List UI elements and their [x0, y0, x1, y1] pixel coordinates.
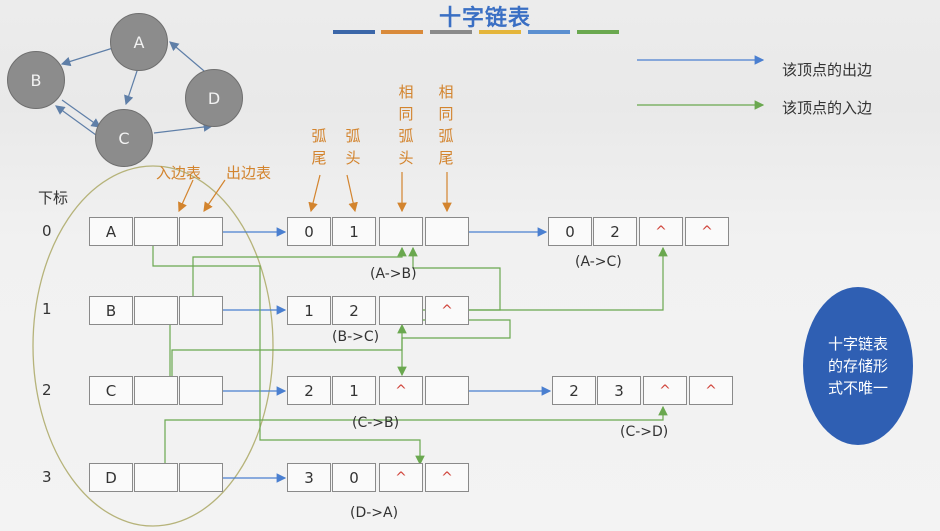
edge-cb-headlink-null: ^ — [379, 376, 423, 405]
edge-ab-head: 1 — [332, 217, 376, 246]
graph-edge-a-b — [60, 47, 114, 67]
edge-ab-tail: 0 — [287, 217, 331, 246]
title-stripe-5 — [528, 30, 570, 34]
edge-ac-headlink-null: ^ — [639, 217, 683, 246]
arc-head-label: 弧头 — [345, 127, 361, 167]
out-table-label: 出边表 — [226, 164, 272, 182]
title-stripe-2 — [381, 30, 423, 34]
graph-edge-a-c — [124, 67, 139, 106]
subscript-label: 下标 — [38, 189, 69, 207]
graph-node-c: C — [95, 109, 153, 167]
edge-ac-head: 2 — [593, 217, 637, 246]
vertex-firstin-c — [134, 376, 178, 405]
note-bubble: 十字链表的存储形式不唯一 — [803, 287, 913, 445]
vertex-firstout-a — [179, 217, 223, 246]
same-tail-label: 相同弧尾 — [438, 83, 454, 167]
row-index-2: 2 — [42, 381, 52, 399]
vertex-data-a: A — [89, 217, 133, 246]
edge-da-tail: 3 — [287, 463, 331, 492]
vertex-data-d: D — [89, 463, 133, 492]
vertex-firstout-d — [179, 463, 223, 492]
graph-node-a: A — [110, 13, 168, 71]
legend-in-label: 该顶点的入边 — [782, 99, 873, 117]
edge-cd-caption: (C->D) — [620, 424, 669, 440]
vertex-firstin-d — [134, 463, 178, 492]
vertex-firstin-b — [134, 296, 178, 325]
edge-da-caption: (D->A) — [350, 505, 399, 521]
edge-da-head: 0 — [332, 463, 376, 492]
vertex-firstout-b — [179, 296, 223, 325]
edge-da-taillink-null: ^ — [425, 463, 469, 492]
edge-bc-head: 2 — [332, 296, 376, 325]
page-title: 十字链表 — [438, 6, 531, 31]
graph-edge-c-d — [153, 122, 214, 134]
edge-bc-caption: (B->C) — [332, 329, 380, 345]
row-index-0: 0 — [42, 222, 52, 240]
vertex-firstout-c — [179, 376, 223, 405]
vertex-table-outline — [32, 165, 274, 527]
in-table-label: 入边表 — [156, 164, 202, 182]
vertex-data-b: B — [89, 296, 133, 325]
row-index-3: 3 — [42, 468, 52, 486]
note-text: 十字链表的存储形式不唯一 — [827, 335, 888, 397]
edge-ac-taillink-null: ^ — [685, 217, 729, 246]
edge-cb-caption: (C->B) — [352, 415, 400, 431]
edge-ac-caption: (A->C) — [575, 254, 622, 270]
title-stripe-1 — [333, 30, 375, 34]
edge-da-headlink-null: ^ — [379, 463, 423, 492]
graph-edge-c-b — [55, 105, 97, 136]
vertex-firstin-a — [134, 217, 178, 246]
edge-ac-tail: 0 — [548, 217, 592, 246]
edge-cb-tail: 2 — [287, 376, 331, 405]
edge-cb-head: 1 — [332, 376, 376, 405]
edge-ab-caption: (A->B) — [370, 266, 417, 282]
title-stripe-3 — [430, 30, 472, 34]
graph-node-d: D — [185, 69, 243, 127]
edge-cd-taillink-null: ^ — [689, 376, 733, 405]
title-stripe-6 — [577, 30, 619, 34]
edge-bc-taillink-null: ^ — [425, 296, 469, 325]
graph-edge-b-c — [61, 99, 101, 128]
edge-ab-taillink — [425, 217, 469, 246]
edge-cd-tail: 2 — [552, 376, 596, 405]
edge-ab-headlink — [379, 217, 423, 246]
same-head-label: 相同弧头 — [398, 83, 414, 167]
edge-bc-headlink — [379, 296, 423, 325]
title-stripe-4 — [479, 30, 521, 34]
arc-tail-label: 弧尾 — [311, 127, 327, 167]
legend-out-label: 该顶点的出边 — [782, 61, 873, 79]
edge-bc-tail: 1 — [287, 296, 331, 325]
graph-node-b: B — [7, 51, 65, 109]
row-index-1: 1 — [42, 300, 52, 318]
vertex-data-c: C — [89, 376, 133, 405]
edge-cd-headlink-null: ^ — [643, 376, 687, 405]
edge-cb-taillink — [425, 376, 469, 405]
edge-cd-head: 3 — [597, 376, 641, 405]
